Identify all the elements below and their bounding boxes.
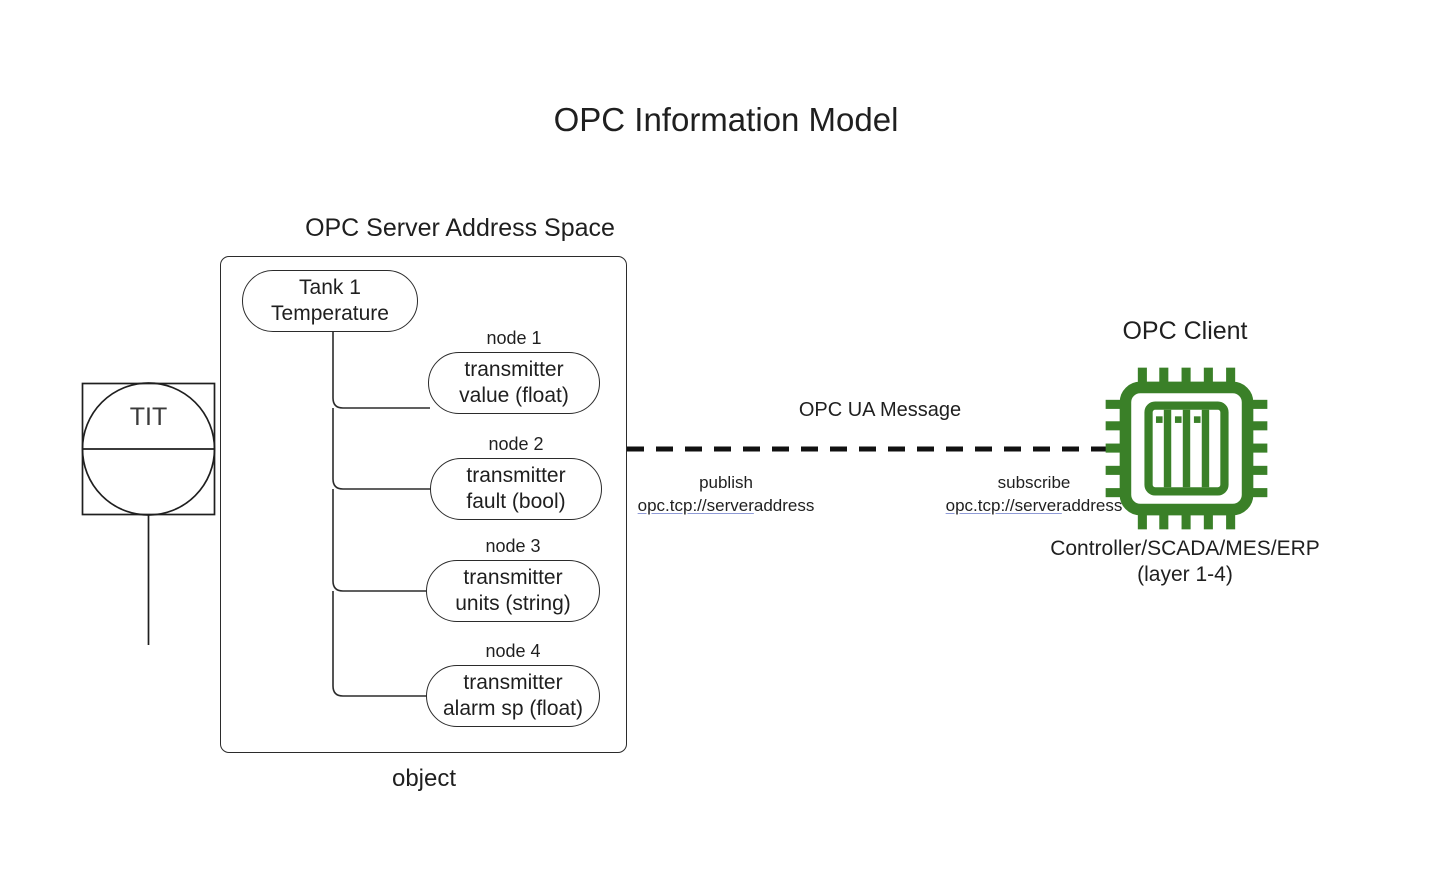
opc-client-caption: Controller/SCADA/MES/ERP(layer 1-4) [1050,537,1320,586]
publish-url: opc.tcp://serveraddress [595,496,857,516]
tit-tag-label: TIT [129,403,168,431]
opc-ua-message-label: OPC UA Message [798,399,962,421]
subscribe-url-plain-part: address [1061,496,1123,515]
page-title: OPC Information Model [553,101,899,138]
subscribe-endpoint: subscribe opc.tcp://serveraddress [903,473,1165,516]
server-address-space-title: OPC Server Address Space [305,214,615,242]
node-3-tag: node 3 [485,536,541,556]
subscribe-verb-label: subscribe [997,473,1071,492]
server-address-space-box [220,256,627,753]
publish-url-plain-part: address [753,496,815,515]
subscribe-url-link-part[interactable]: opc.tcp://server [945,496,1062,515]
cpu-chip-icon [1105,367,1268,530]
publish-verb-label: publish [699,473,753,492]
node-4-tag: node 4 [485,641,541,661]
publish-endpoint: publish opc.tcp://serveraddress [595,473,857,516]
node-1-tag: node 1 [486,328,542,348]
opc-client-title: OPC Client [1122,317,1248,345]
node-2-tag: node 2 [488,434,544,454]
publish-url-link-part[interactable]: opc.tcp://server [637,496,754,515]
object-caption: object [391,765,457,792]
subscribe-url: opc.tcp://serveraddress [903,496,1165,516]
